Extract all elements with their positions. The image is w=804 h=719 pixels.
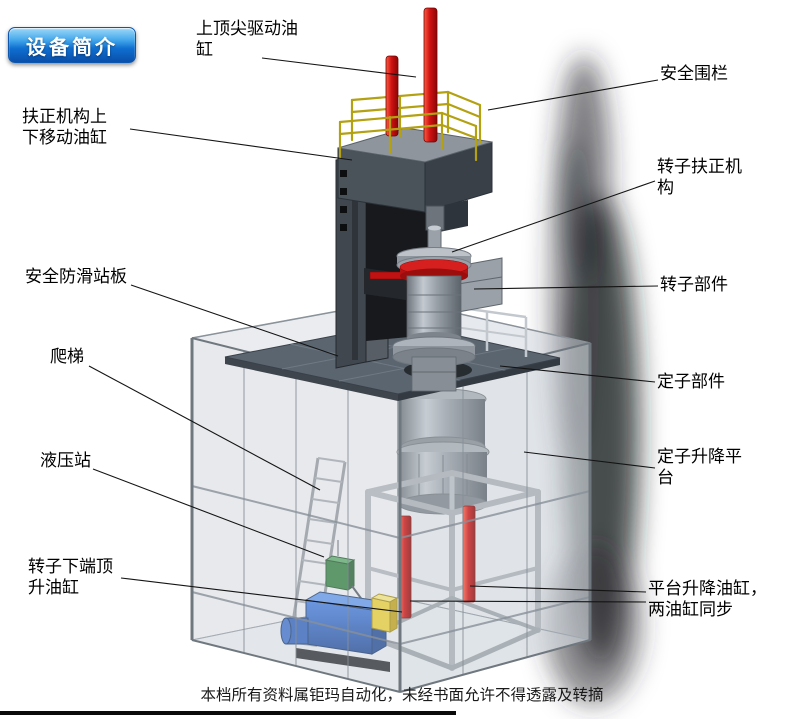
callout-rotor-centering: 转子扶正机构 [657,157,742,197]
leader-lines [88,57,659,613]
callout-stator-part: 定子部件 [657,372,725,391]
equipment-intro-badge: 设备简介 [8,27,136,63]
bottom-border-line [0,711,456,715]
callout-hydraulic-station: 液压站 [40,451,91,470]
rotor-assembly [364,225,503,392]
safety-cage-front [190,299,592,693]
top-safety-fence-front [338,111,478,162]
callout-platform-lift-cylinders: 平台升降油缸，两油缸同步 [648,579,767,619]
callout-stator-lift-platform: 定子升降平台 [657,447,742,487]
top-drive-cylinders [385,7,438,143]
callout-top-drive-cylinder: 上顶尖驱动油缸 [196,19,298,59]
confidentiality-notice: 本档所有资料属钜玛自动化，未经书面允许不得透露及转摘 [200,687,604,704]
callout-centering-move-cylinder: 扶正机构上下移动油缸 [22,107,107,147]
callout-safety-fence: 安全围栏 [660,64,728,83]
callout-antislip-board: 安全防滑站板 [25,267,127,286]
callout-rotor-jack-cylinder: 转子下端顶升油缸 [28,557,113,597]
lift-frame [365,470,541,671]
callout-ladder: 爬梯 [50,347,84,366]
platform-lift-cylinder-rods [398,505,476,619]
callout-rotor-part: 转子部件 [660,275,728,294]
hydraulic-station [280,540,399,672]
